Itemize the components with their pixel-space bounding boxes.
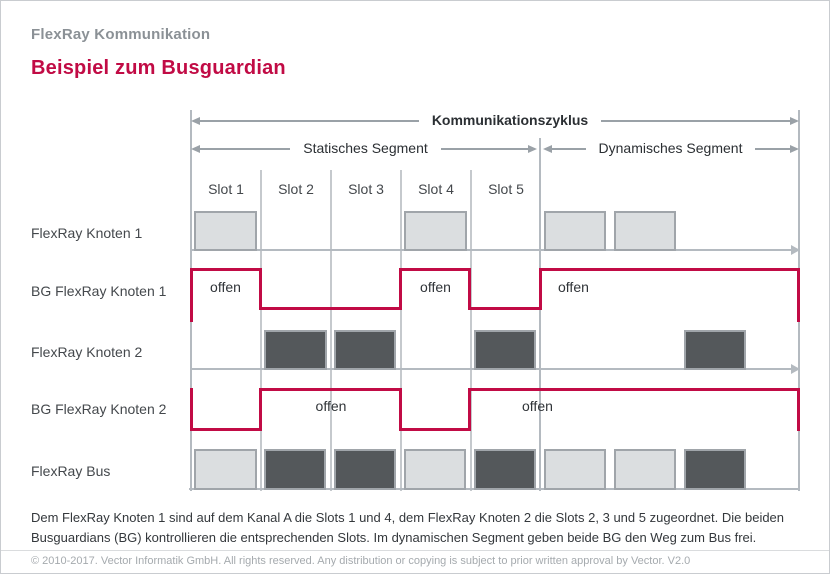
row-label-bg-flexray-knoten-1: BG FlexRay Knoten 1 — [31, 283, 167, 299]
arrow-right-icon — [790, 145, 799, 153]
page-title: Beispiel zum Busguardian — [31, 57, 286, 79]
frame-node1-slot4 — [404, 211, 467, 251]
bg1-open-label-slot4: offen — [420, 279, 451, 295]
frame-node1-dynamic-1 — [544, 211, 606, 251]
arrow-right-icon — [528, 145, 537, 153]
frame-bus-slot3 — [334, 449, 396, 490]
frame-node1-slot1 — [194, 211, 257, 251]
frame-node2-dynamic-1 — [684, 330, 746, 370]
bg1-open-label-dynamic: offen — [558, 279, 589, 295]
frame-node2-slot5 — [474, 330, 536, 370]
static-segment-label: Statisches Segment — [192, 140, 539, 156]
arrow-left-icon — [543, 145, 552, 153]
slot-3-label: Slot 3 — [348, 181, 384, 197]
description-line-2: Busguardians (BG) kontrollieren die ents… — [31, 530, 757, 545]
kicker-label: FlexRay Kommunikation — [31, 26, 211, 43]
slot-divider-1 — [260, 170, 262, 491]
slot-4-label: Slot 4 — [418, 181, 454, 197]
slot-2-label: Slot 2 — [278, 181, 314, 197]
frame-node2-slot2 — [264, 330, 327, 370]
slot-divider-2 — [330, 170, 332, 491]
row-label-bg-flexray-knoten-2: BG FlexRay Knoten 2 — [31, 401, 167, 417]
cycle-arrow-label: Kommunikationszyklus — [202, 112, 818, 128]
copyright-bar: © 2010-2017. Vector Informatik GmbH. All… — [1, 550, 829, 573]
axis-arrow-right-icon — [791, 245, 800, 255]
row-label-flexray-bus: FlexRay Bus — [31, 463, 111, 479]
slot-divider-3 — [400, 170, 402, 491]
frame-bus-dynamic-3 — [684, 449, 746, 490]
frame-node2-slot3 — [334, 330, 396, 370]
dynamic-segment-label: Dynamisches Segment — [542, 140, 799, 156]
axis-flexray-knoten-1 — [191, 249, 792, 251]
slot-divider-4 — [470, 170, 472, 491]
bg1-open-label-slot1: offen — [210, 279, 241, 295]
row-label-flexray-knoten-1: FlexRay Knoten 1 — [31, 225, 143, 241]
row-label-flexray-knoten-2: FlexRay Knoten 2 — [31, 344, 143, 360]
frame-node1-dynamic-2 — [614, 211, 676, 251]
segment-boundary-line — [539, 138, 541, 491]
frame-bus-dynamic-2 — [614, 449, 676, 490]
axis-arrow-right-icon — [791, 364, 800, 374]
frame-bus-dynamic-1 — [544, 449, 606, 490]
description-line-1: Dem FlexRay Knoten 1 sind auf dem Kanal … — [31, 510, 785, 525]
arrow-left-icon — [191, 117, 200, 125]
frame-bus-slot2 — [264, 449, 326, 490]
bg2-open-label-static: offen — [315, 398, 347, 414]
bg2-open-label-dynamic: offen — [522, 398, 553, 414]
frame-bus-slot5 — [474, 449, 536, 490]
frame-bus-slot1 — [194, 449, 257, 490]
slot-5-label: Slot 5 — [488, 181, 524, 197]
arrow-left-icon — [191, 145, 200, 153]
frame-bus-slot4 — [404, 449, 466, 490]
arrow-right-icon — [790, 117, 799, 125]
slot-1-label: Slot 1 — [208, 181, 244, 197]
